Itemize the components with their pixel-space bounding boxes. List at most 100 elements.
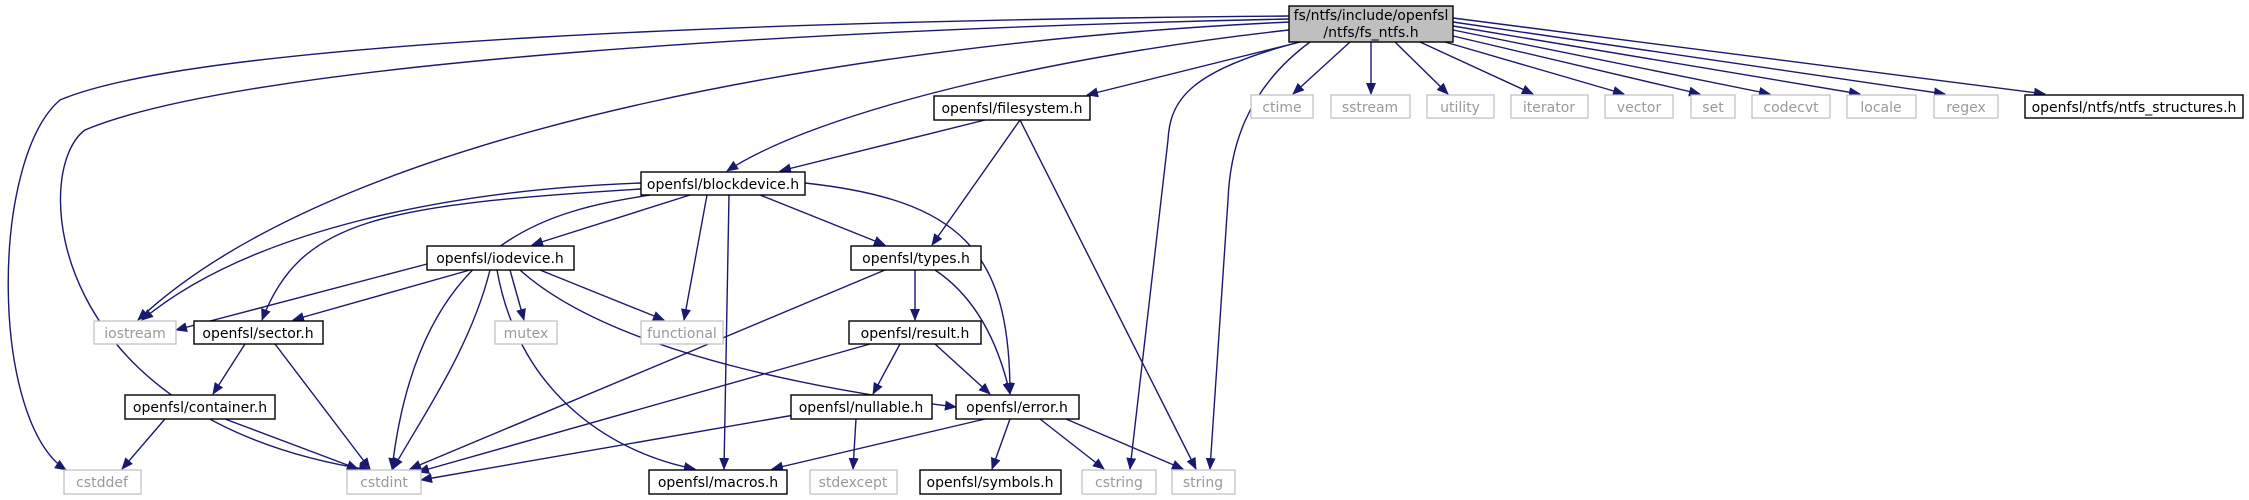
node-regex[interactable]: regex bbox=[1933, 94, 1999, 119]
edge-filesystem-to-types bbox=[931, 119, 1021, 246]
root-label-line2: /ntfs/fs_ntfs.h bbox=[1323, 25, 1418, 41]
edge-line bbox=[531, 194, 691, 247]
svg-text:openfsl/sector.h: openfsl/sector.h bbox=[202, 326, 313, 342]
edge-line bbox=[681, 194, 708, 321]
edge-line bbox=[1065, 418, 1184, 470]
edge-root-to-iostream bbox=[137, 21, 1290, 321]
svg-text:iterator: iterator bbox=[1523, 100, 1575, 116]
node-blockdevice-h[interactable]: openfsl/blockdevice.h bbox=[640, 171, 806, 196]
svg-text:string: string bbox=[1183, 475, 1223, 491]
node-iterator[interactable]: iterator bbox=[1510, 94, 1589, 119]
edge-line bbox=[121, 418, 166, 470]
node-cstddef[interactable]: cstddef bbox=[63, 469, 142, 495]
node-filesystem-h[interactable]: openfsl/filesystem.h bbox=[933, 95, 1091, 121]
edge-line bbox=[934, 269, 1013, 395]
node-cstdint[interactable]: cstdint bbox=[346, 469, 422, 495]
edge-result-to-error bbox=[934, 343, 991, 395]
edge-line bbox=[1292, 41, 1351, 95]
node-mutex[interactable]: mutex bbox=[494, 320, 558, 345]
svg-text:openfsl/types.h: openfsl/types.h bbox=[862, 251, 970, 267]
edge-error-to-string bbox=[1065, 418, 1184, 470]
edge-blockdevice-to-iodevice bbox=[531, 194, 691, 247]
node-result-h[interactable]: openfsl/result.h bbox=[848, 320, 982, 345]
edge-line bbox=[1394, 41, 1449, 95]
svg-text:locale: locale bbox=[1860, 100, 1901, 116]
edge-sector-to-cstdint bbox=[274, 343, 371, 470]
node-root-fs-ntfs-h[interactable]: fs/ntfs/include/openfsl /ntfs/fs_ntfs.h bbox=[1288, 5, 1454, 43]
edge-line bbox=[804, 182, 1015, 395]
edge-iodevice-to-functional bbox=[539, 269, 665, 321]
node-set[interactable]: set bbox=[1690, 94, 1736, 119]
edge-blockdevice-to-functional bbox=[681, 194, 708, 321]
edge-root-to-cstddef bbox=[7, 15, 1290, 471]
node-error-h[interactable]: openfsl/error.h bbox=[955, 394, 1080, 420]
edge-line bbox=[539, 269, 665, 321]
edge-line bbox=[292, 269, 471, 322]
svg-text:openfsl/blockdevice.h: openfsl/blockdevice.h bbox=[647, 177, 799, 193]
edge-line bbox=[1019, 119, 1197, 470]
header-nodes: fs/ntfs/include/openfsl /ntfs/fs_ntfs.h … bbox=[63, 5, 2244, 495]
svg-text:cstdint: cstdint bbox=[360, 475, 408, 491]
svg-text:openfsl/filesystem.h: openfsl/filesystem.h bbox=[941, 101, 1082, 117]
edge-line bbox=[934, 343, 991, 395]
node-macros-h[interactable]: openfsl/macros.h bbox=[648, 469, 788, 495]
svg-text:functional: functional bbox=[647, 326, 717, 342]
edge-line bbox=[1452, 17, 2046, 98]
edge-line bbox=[1452, 25, 1861, 98]
edge-line bbox=[779, 119, 986, 174]
edge-line bbox=[848, 418, 859, 470]
edge-root-to-string bbox=[1205, 41, 1311, 470]
edge-line bbox=[175, 263, 428, 333]
edge-line bbox=[759, 194, 886, 246]
edge-root-to-vector bbox=[1444, 41, 1625, 96]
edge-error-to-macros bbox=[771, 418, 986, 472]
edge-root-to-set bbox=[1452, 35, 1701, 97]
edge-root-to-regex bbox=[1452, 21, 1946, 98]
edge-filesystem-to-string bbox=[1019, 119, 1197, 470]
edge-line bbox=[1205, 41, 1311, 470]
node-locale[interactable]: locale bbox=[1846, 94, 1917, 119]
node-functional[interactable]: functional bbox=[640, 320, 724, 345]
edge-container-to-cstdint bbox=[224, 418, 359, 470]
edge-line bbox=[872, 343, 901, 395]
node-iodevice-h[interactable]: openfsl/iodevice.h bbox=[426, 245, 575, 271]
svg-text:cstddef: cstddef bbox=[76, 475, 129, 491]
edge-result-to-nullable bbox=[872, 343, 901, 395]
node-codecvt[interactable]: codecvt bbox=[1751, 94, 1831, 119]
node-nullable-h[interactable]: openfsl/nullable.h bbox=[790, 394, 933, 420]
node-stdexcept[interactable]: stdexcept bbox=[809, 469, 898, 495]
node-string[interactable]: string bbox=[1171, 469, 1236, 495]
edge-line bbox=[420, 413, 801, 484]
node-cstring[interactable]: cstring bbox=[1081, 469, 1157, 495]
edge-line bbox=[141, 182, 642, 321]
svg-text:mutex: mutex bbox=[504, 326, 549, 342]
edge-container-to-cstddef bbox=[121, 418, 166, 470]
node-sector-h[interactable]: openfsl/sector.h bbox=[193, 320, 324, 345]
svg-text:ctime: ctime bbox=[1262, 100, 1301, 116]
edge-error-to-cstring bbox=[1039, 418, 1105, 470]
edge-blockdevice-to-iostream bbox=[141, 182, 642, 321]
edge-blockdevice-to-types bbox=[759, 194, 886, 246]
edge-iodevice-to-macros bbox=[496, 269, 696, 472]
node-types-h[interactable]: openfsl/types.h bbox=[850, 245, 982, 271]
node-ctime[interactable]: ctime bbox=[1250, 94, 1314, 119]
svg-text:utility: utility bbox=[1440, 100, 1480, 116]
edge-line bbox=[931, 119, 1021, 246]
edge-line bbox=[1444, 41, 1625, 96]
edge-root-to-cstring bbox=[1126, 41, 1301, 470]
edge-line bbox=[1452, 35, 1701, 97]
node-iostream[interactable]: iostream bbox=[93, 320, 177, 345]
node-ntfs-structures-h[interactable]: openfsl/ntfs/ntfs_structures.h bbox=[2024, 94, 2244, 119]
edge-line bbox=[224, 418, 359, 470]
node-symbols-h[interactable]: openfsl/symbols.h bbox=[919, 469, 1062, 495]
svg-text:openfsl/result.h: openfsl/result.h bbox=[861, 326, 970, 342]
svg-text:openfsl/nullable.h: openfsl/nullable.h bbox=[799, 400, 924, 416]
node-sstream[interactable]: sstream bbox=[1330, 94, 1411, 119]
edge-line bbox=[1086, 41, 1301, 98]
node-vector[interactable]: vector bbox=[1604, 94, 1674, 119]
edge-line bbox=[392, 269, 491, 470]
edge-line bbox=[261, 188, 642, 321]
node-utility[interactable]: utility bbox=[1426, 94, 1495, 119]
node-container-h[interactable]: openfsl/container.h bbox=[124, 394, 276, 420]
edge-root-to-ctime bbox=[1292, 41, 1351, 95]
